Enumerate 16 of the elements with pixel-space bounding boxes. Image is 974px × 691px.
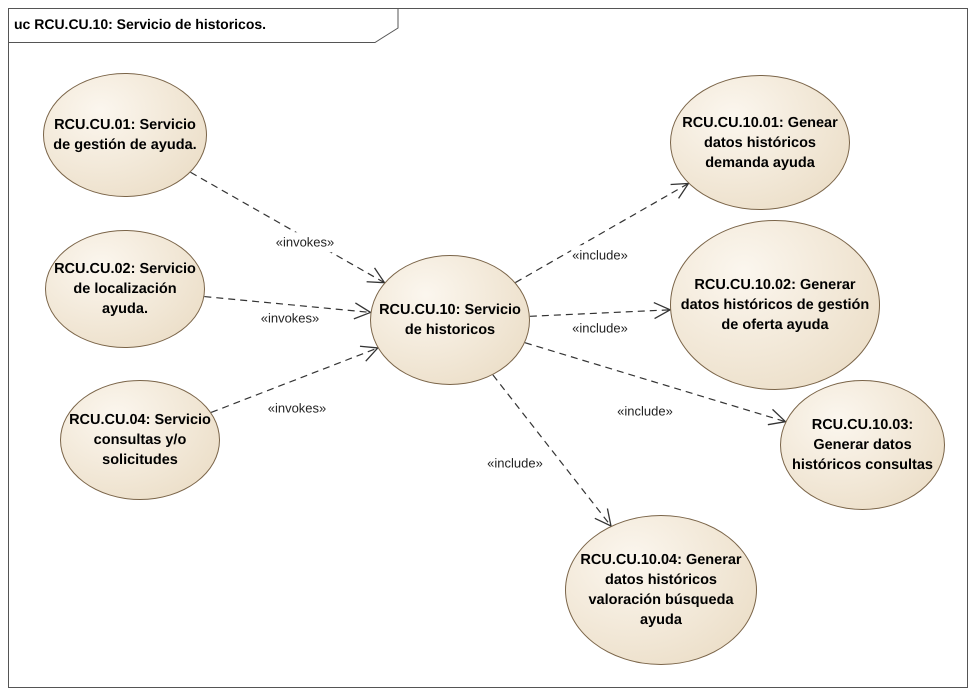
dependency-arrow xyxy=(204,296,372,320)
use-case-name: RCU.CU.10.02: Generar datos históricos de gestión de oferta ayuda xyxy=(680,276,870,335)
use-case-name: RCU.CU.02: Servicio de localización ayuda. xyxy=(53,260,197,319)
use-case-name: RCU.CU.01: Servicio de gestión de ayuda. xyxy=(52,116,198,155)
edge-label: «invokes» xyxy=(274,232,336,252)
dependency-arrow xyxy=(492,374,612,527)
use-case-name: RCU.CU.10.04: Generar datos históricos valoración búsqueda ayuda xyxy=(579,551,743,630)
dependency-arrow xyxy=(530,302,671,320)
use-case-name: RCU.CU.10.01: Genear datos históricos demanda ayuda xyxy=(681,114,839,172)
dependency-arrow xyxy=(524,342,786,426)
use-case-name: RCU.CU.04: Servicio consultas y/o solicitudes xyxy=(68,411,212,470)
dependency-arrow xyxy=(210,346,378,414)
use-case-name: RCU.CU.10.03: Generar datos históricos consultas xyxy=(790,416,934,475)
frame-title: uc RCU.CU.10: Servicio de historicos. xyxy=(14,15,266,34)
dependency-arrow xyxy=(515,182,690,284)
use-case-name: RCU.CU.10: Servicio de historicos xyxy=(378,301,522,340)
